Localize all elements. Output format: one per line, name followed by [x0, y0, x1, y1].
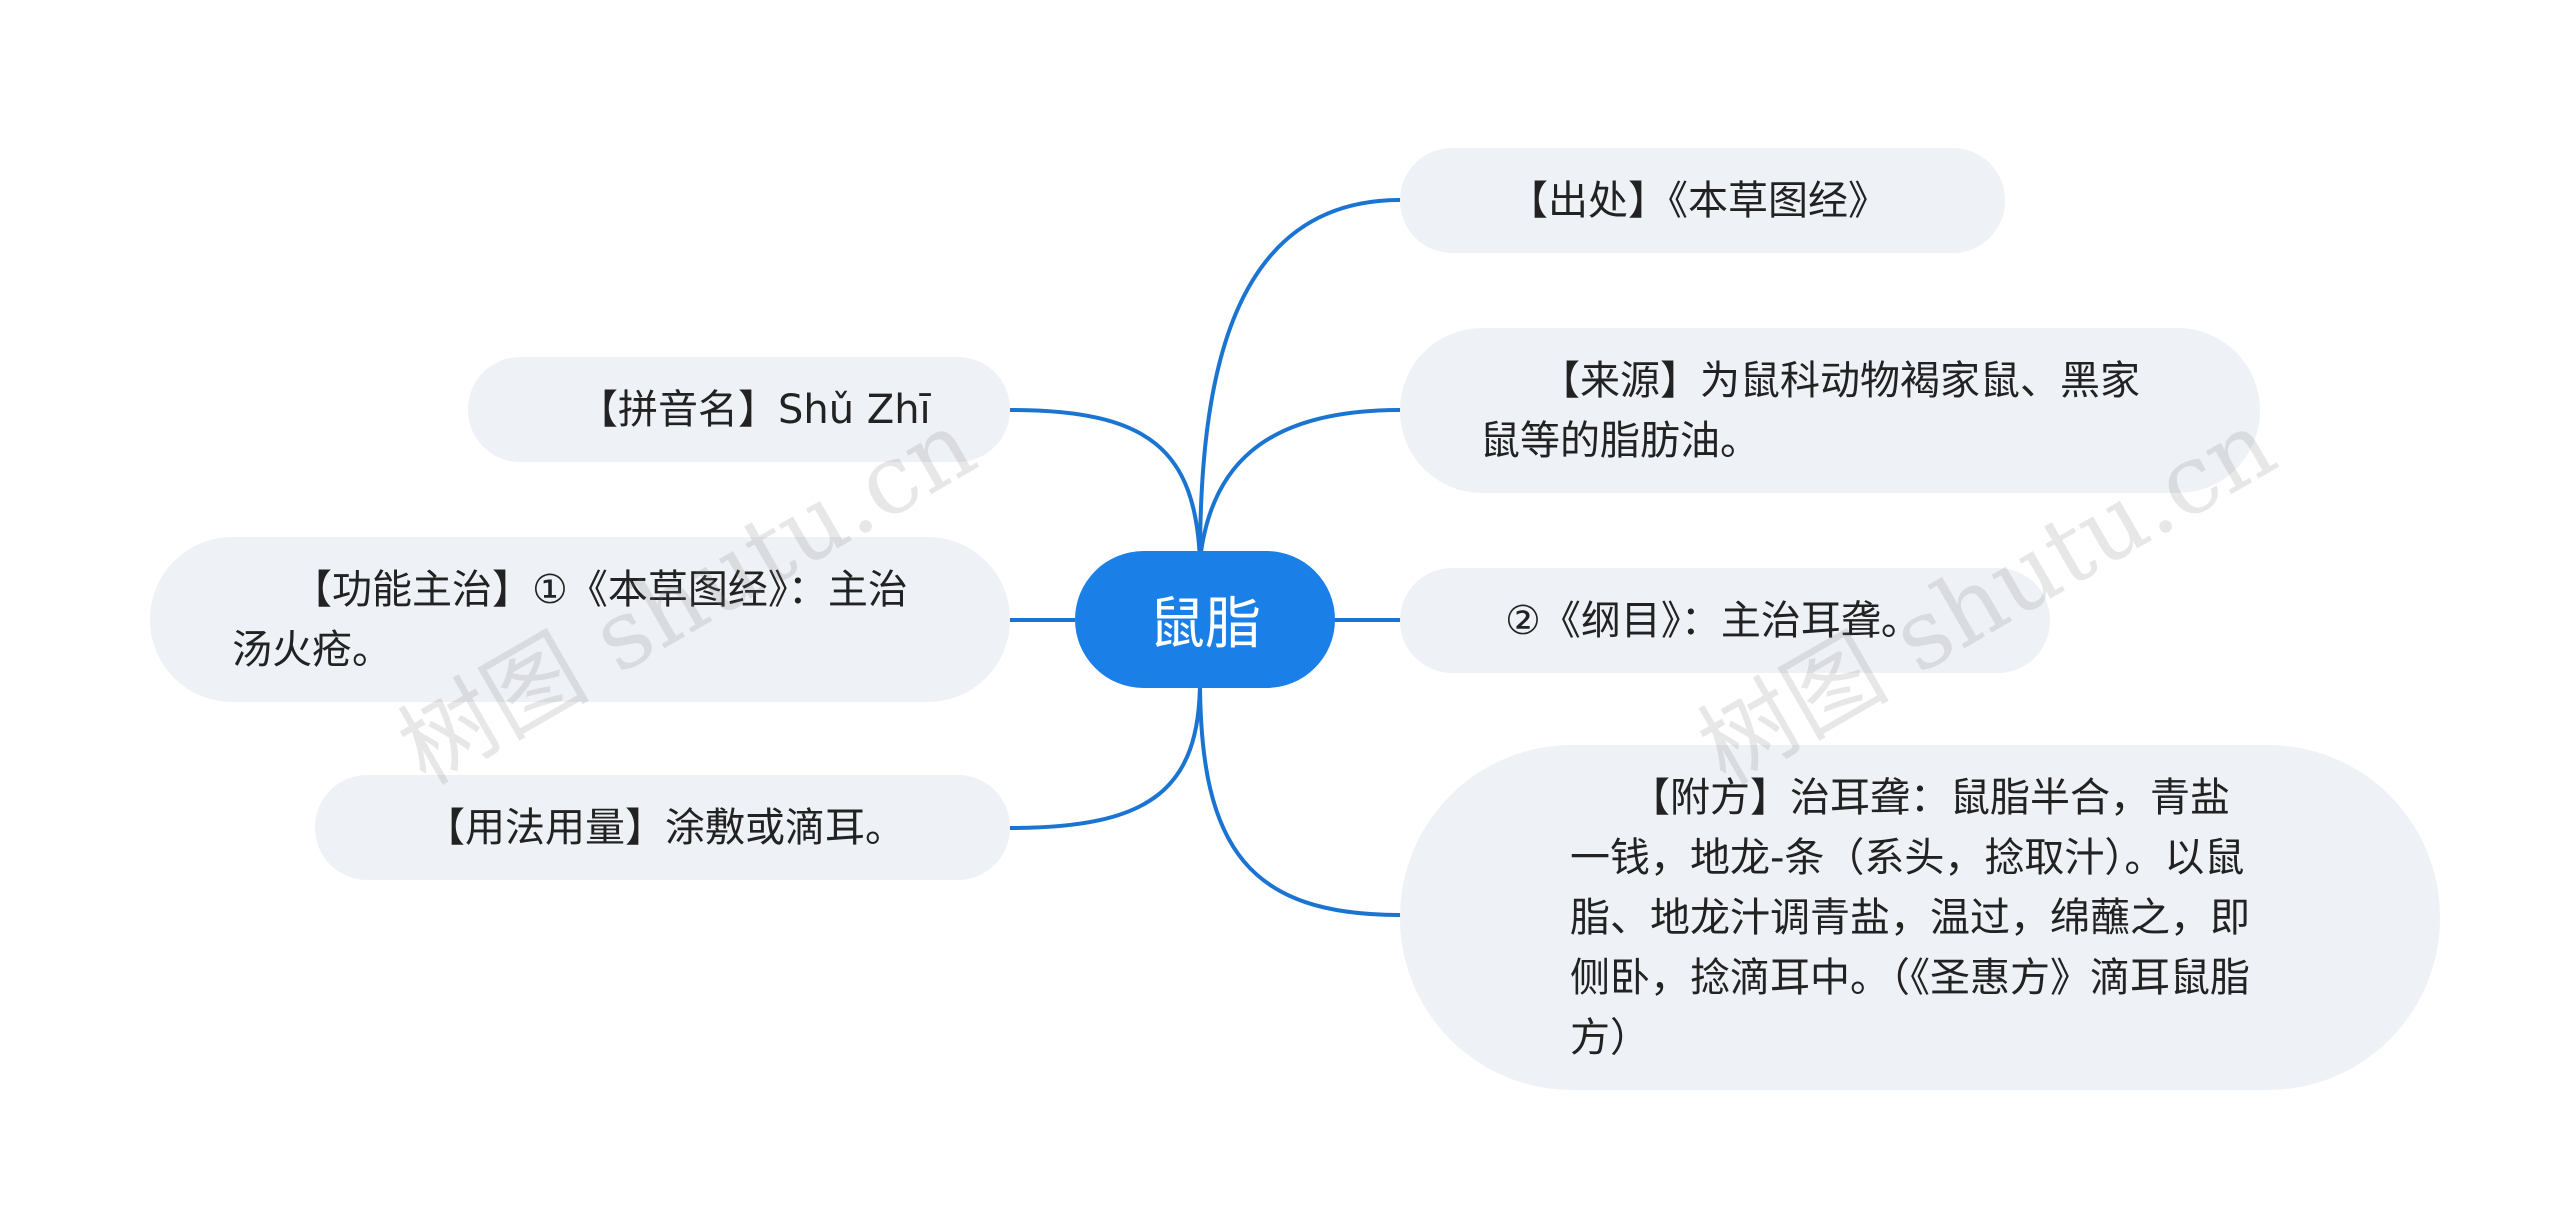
node-chuchu[interactable]: 【出处】《本草图经》 [1400, 148, 2005, 253]
node-fufang-text: 【附方】治耳聋：鼠脂半合，青盐一钱，地龙-条（系头，捻取汁）。以鼠脂、地龙汁调青… [1570, 774, 2250, 1061]
link-fufang [1198, 679, 1401, 917]
link-chuchu [1198, 198, 1401, 561]
node-gangmu-text: ②《纲目》：主治耳聋。 [1505, 597, 1921, 644]
node-laiyuan[interactable]: 【来源】为鼠科动物褐家鼠、黑家鼠等的脂肪油。 [1400, 328, 2260, 493]
node-yongfa[interactable]: 【用法用量】涂敷或滴耳。 [315, 775, 1010, 880]
node-gangmu[interactable]: ②《纲目》：主治耳聋。 [1400, 568, 2050, 673]
node-yongfa-text: 【用法用量】涂敷或滴耳。 [425, 804, 905, 851]
node-gongneng-text: 【功能主治】①《本草图经》：主治汤火疮。 [232, 566, 908, 673]
root-node[interactable]: 鼠脂 [1075, 551, 1335, 688]
node-pinyin-text: 【拼音名】Shǔ Zhī [578, 386, 931, 433]
node-gongneng[interactable]: 【功能主治】①《本草图经》：主治汤火疮。 [150, 537, 1010, 702]
node-fufang[interactable]: 【附方】治耳聋：鼠脂半合，青盐一钱，地龙-条（系头，捻取汁）。以鼠脂、地龙汁调青… [1400, 745, 2440, 1090]
root-label: 鼠脂 [1149, 592, 1261, 657]
link-pinyin [1009, 408, 1202, 561]
link-laiyuan [1198, 408, 1401, 561]
link-yongfa [1009, 679, 1202, 830]
node-chuchu-text: 【出处】《本草图经》 [1508, 177, 1888, 224]
node-pinyin[interactable]: 【拼音名】Shǔ Zhī [468, 357, 1010, 462]
node-laiyuan-text: 【来源】为鼠科动物褐家鼠、黑家鼠等的脂肪油。 [1480, 357, 2140, 464]
